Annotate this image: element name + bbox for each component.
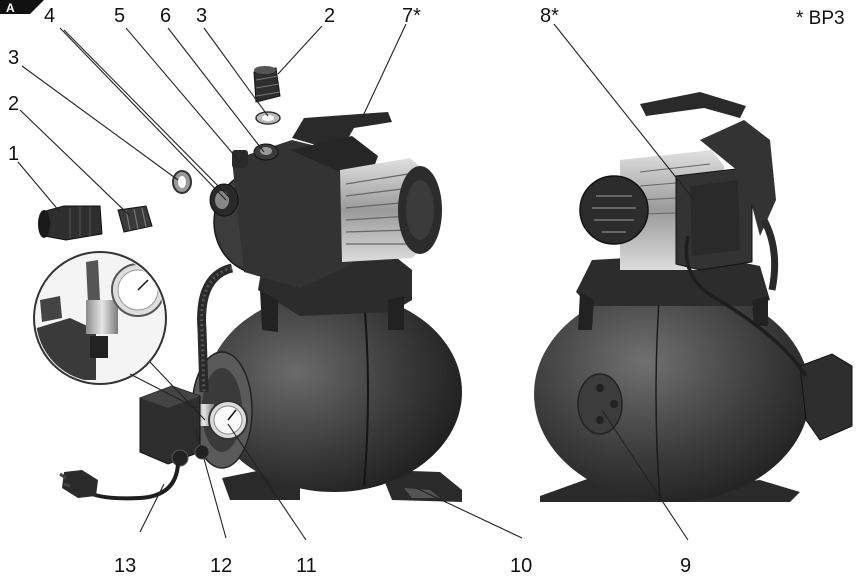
left-pump-unit (59, 112, 462, 502)
leader-lines (17, 23, 695, 541)
rear-pressure-tank (534, 286, 810, 502)
power-cable (84, 463, 180, 501)
motor-end-cap-ring (406, 180, 434, 240)
tank-foot-right (380, 470, 462, 502)
manometer-needle (227, 409, 237, 421)
power-plug (62, 470, 98, 498)
exploded-fittings (38, 66, 281, 241)
pump-body (232, 140, 352, 288)
callout-11: 11 (296, 555, 317, 577)
rear-pump-handle (640, 92, 746, 118)
rear-pressure-switch (799, 353, 853, 441)
tank-seam (363, 299, 369, 487)
callout-12: 12 (210, 555, 232, 577)
rear-power-cable (684, 235, 808, 377)
pump-stand-legs (260, 290, 404, 332)
motor-fan-cover (579, 175, 649, 245)
priming-plug (232, 150, 248, 168)
pump-handle (292, 112, 392, 152)
rear-pump-head (700, 120, 776, 236)
callout-1: 1 (8, 143, 19, 165)
callout-labels: 4 5 6 3 2 7* 8* 3 2 1 13 12 11 10 9 * BP… (8, 5, 845, 577)
pressure-tank (206, 292, 462, 492)
motor-cooling-fins (345, 173, 411, 245)
callout-6: 6 (160, 5, 171, 27)
callout-2-left: 2 (8, 93, 19, 115)
rear-tank-valve-cap (577, 373, 623, 435)
pressure-outlet-bore (260, 147, 272, 155)
callout-5: 5 (114, 5, 125, 27)
tank-foot-left (222, 470, 300, 500)
callout-9: 9 (680, 555, 691, 577)
right-pump-unit (534, 92, 853, 502)
callout-2-top: 2 (324, 5, 335, 27)
callout-4: 4 (44, 5, 55, 27)
callout-7: 7* (402, 5, 421, 27)
callout-13: 13 (114, 555, 136, 577)
footnote-bp3: * BP3 (796, 8, 845, 29)
callout-3-top: 3 (196, 5, 207, 27)
rear-pressure-hose (760, 218, 779, 291)
corner-mark-text: A (6, 1, 15, 15)
suction-inlet-bore (215, 191, 229, 209)
callout-3-left: 3 (8, 47, 19, 69)
callout-10: 10 (510, 555, 532, 577)
cable-gland-1 (171, 449, 189, 467)
corner-mark: A (0, 0, 44, 15)
part-1-adapter (41, 205, 103, 241)
detail-magnifier (33, 251, 206, 421)
callout-8: 8* (540, 5, 559, 27)
